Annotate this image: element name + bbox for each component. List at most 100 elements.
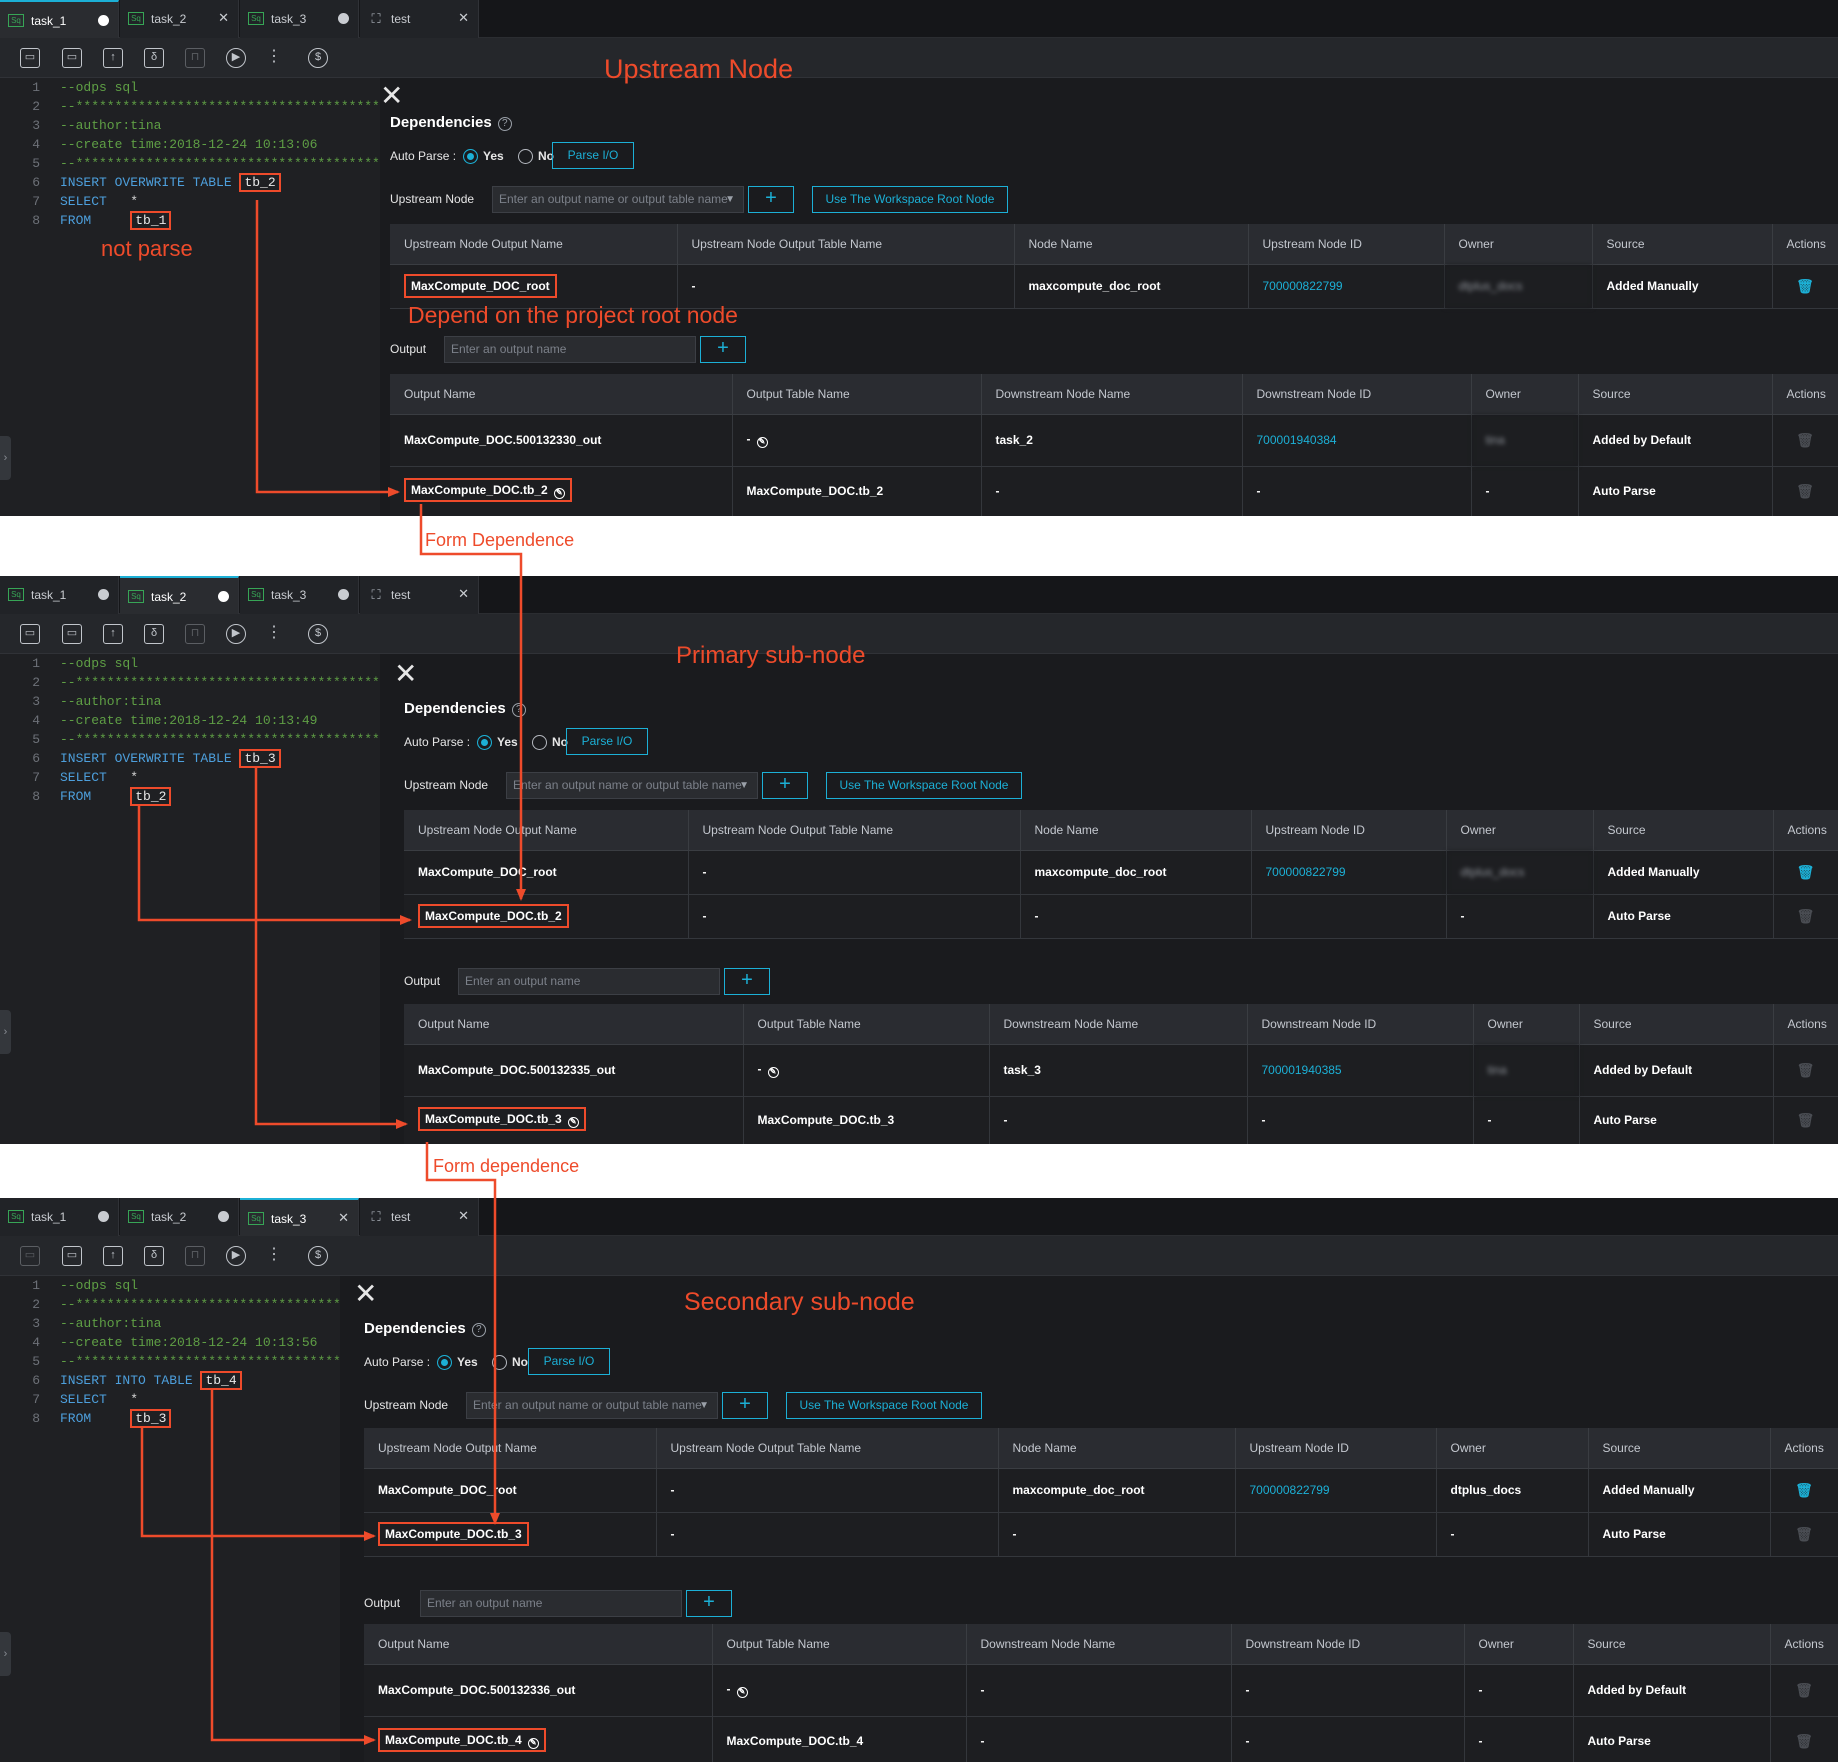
- close-icon[interactable]: ✕: [354, 1278, 378, 1309]
- tab-test[interactable]: ⛶test✕: [360, 576, 479, 614]
- use-root-node-button[interactable]: Use The Workspace Root Node: [786, 1392, 982, 1419]
- expand-handle-icon[interactable]: ›: [0, 1632, 11, 1676]
- tab-test[interactable]: ⛶test✕: [360, 0, 479, 38]
- submit-icon[interactable]: ↑: [103, 1246, 123, 1266]
- upstream-node-select[interactable]: Enter an output name or output table nam…: [492, 186, 744, 213]
- auto-parse-no-radio[interactable]: [518, 149, 533, 164]
- delete-icon[interactable]: 🗑: [1796, 1061, 1815, 1078]
- expand-handle-icon[interactable]: ›: [0, 1010, 11, 1054]
- run-icon[interactable]: ▶: [226, 624, 246, 644]
- parse-io-button[interactable]: Parse I/O: [566, 728, 648, 755]
- expand-handle-icon[interactable]: ›: [0, 436, 11, 480]
- parse-io-button[interactable]: Parse I/O: [552, 142, 634, 169]
- unsaved-dot-icon[interactable]: [218, 591, 229, 602]
- lock-icon[interactable]: ⊓: [185, 1246, 205, 1266]
- unsaved-dot-icon[interactable]: [218, 1211, 229, 1222]
- auto-parse-yes-radio[interactable]: [437, 1355, 452, 1370]
- use-root-node-button[interactable]: Use The Workspace Root Node: [826, 772, 1022, 799]
- more-icon[interactable]: ⋮: [266, 624, 282, 641]
- use-root-node-button[interactable]: Use The Workspace Root Node: [812, 186, 1008, 213]
- output-input[interactable]: Enter an output name: [420, 1590, 682, 1617]
- edit-icon[interactable]: ✎: [567, 1117, 579, 1128]
- edit-icon[interactable]: ✎: [767, 1067, 779, 1078]
- close-icon[interactable]: ✕: [380, 80, 404, 111]
- add-upstream-button[interactable]: +: [722, 1392, 768, 1419]
- close-icon[interactable]: ✕: [338, 1210, 349, 1225]
- save-as-icon[interactable]: ▭: [62, 1246, 82, 1266]
- more-icon[interactable]: ⋮: [266, 1246, 282, 1263]
- steal-lock-icon[interactable]: δ: [144, 48, 164, 68]
- save-as-icon[interactable]: ▭: [62, 624, 82, 644]
- close-icon[interactable]: ✕: [458, 586, 469, 601]
- upstream-node-id-link[interactable]: 700000822799: [1251, 850, 1447, 895]
- submit-icon[interactable]: ↑: [103, 48, 123, 68]
- tab-test[interactable]: ⛶test✕: [360, 1198, 479, 1236]
- close-icon[interactable]: ✕: [458, 1208, 469, 1223]
- delete-icon[interactable]: 🗑: [1795, 1681, 1813, 1698]
- save-icon[interactable]: ▭: [20, 48, 40, 68]
- steal-lock-icon[interactable]: δ: [144, 624, 164, 644]
- downstream-node-id-link[interactable]: 700001940385: [1247, 1044, 1474, 1097]
- unsaved-dot-icon[interactable]: [338, 589, 349, 600]
- submit-icon[interactable]: ↑: [103, 624, 123, 644]
- downstream-node-id-link[interactable]: 700001940384: [1242, 414, 1472, 467]
- add-output-button[interactable]: +: [686, 1590, 732, 1617]
- upstream-node-select[interactable]: Enter an output name or output table nam…: [506, 772, 758, 799]
- auto-parse-yes-radio[interactable]: [463, 149, 478, 164]
- cost-icon[interactable]: $: [308, 624, 328, 644]
- auto-parse-no-radio[interactable]: [492, 1355, 507, 1370]
- more-icon[interactable]: ⋮: [266, 48, 282, 65]
- code-editor[interactable]: 1--odps sql 2--*************************…: [0, 654, 419, 1144]
- save-icon[interactable]: ▭: [20, 1246, 40, 1266]
- close-icon[interactable]: ✕: [218, 10, 229, 25]
- delete-icon[interactable]: 🗑: [1795, 1732, 1813, 1749]
- add-upstream-button[interactable]: +: [762, 772, 808, 799]
- help-icon[interactable]: ?: [497, 117, 512, 131]
- delete-icon[interactable]: 🗑: [1796, 482, 1814, 499]
- delete-icon[interactable]: 🗑: [1796, 1111, 1815, 1128]
- unsaved-dot-icon[interactable]: [338, 13, 349, 24]
- lock-icon[interactable]: ⊓: [185, 48, 205, 68]
- delete-icon[interactable]: 🗑: [1796, 863, 1815, 880]
- run-icon[interactable]: ▶: [226, 1246, 246, 1266]
- close-icon[interactable]: ✕: [458, 10, 469, 25]
- unsaved-dot-icon[interactable]: [98, 1211, 109, 1222]
- delete-icon[interactable]: 🗑: [1796, 277, 1814, 294]
- delete-icon[interactable]: 🗑: [1796, 431, 1814, 448]
- delete-icon[interactable]: 🗑: [1795, 1481, 1813, 1498]
- code-editor[interactable]: 1--odps sql 2--*************************…: [0, 1276, 419, 1762]
- run-icon[interactable]: ▶: [226, 48, 246, 68]
- edit-icon[interactable]: ✎: [527, 1738, 539, 1749]
- unsaved-dot-icon[interactable]: [98, 589, 109, 600]
- lock-icon[interactable]: ⊓: [185, 624, 205, 644]
- unsaved-dot-icon[interactable]: [98, 15, 109, 26]
- edit-icon[interactable]: ✎: [756, 437, 768, 448]
- auto-parse-no-radio[interactable]: [532, 735, 547, 750]
- cost-icon[interactable]: $: [308, 1246, 328, 1266]
- add-output-button[interactable]: +: [724, 968, 770, 995]
- edit-icon[interactable]: ✎: [553, 488, 565, 499]
- code-editor[interactable]: 1--odps sql 2--*************************…: [0, 78, 419, 516]
- auto-parse-yes-radio[interactable]: [477, 735, 492, 750]
- delete-icon[interactable]: 🗑: [1796, 907, 1815, 924]
- upstream-node-id-link[interactable]: 700000822799: [1248, 264, 1445, 309]
- upstream-node-select[interactable]: Enter an output name or output table nam…: [466, 1392, 718, 1419]
- help-icon[interactable]: ?: [511, 703, 526, 717]
- close-icon[interactable]: ✕: [394, 658, 418, 689]
- edit-icon[interactable]: ✎: [736, 1687, 748, 1698]
- parse-io-button[interactable]: Parse I/O: [528, 1348, 610, 1375]
- save-as-icon[interactable]: ▭: [62, 48, 82, 68]
- add-output-button[interactable]: +: [700, 336, 746, 363]
- steal-lock-icon[interactable]: δ: [144, 1246, 164, 1266]
- save-icon[interactable]: ▭: [20, 624, 40, 644]
- help-icon[interactable]: ?: [471, 1323, 486, 1337]
